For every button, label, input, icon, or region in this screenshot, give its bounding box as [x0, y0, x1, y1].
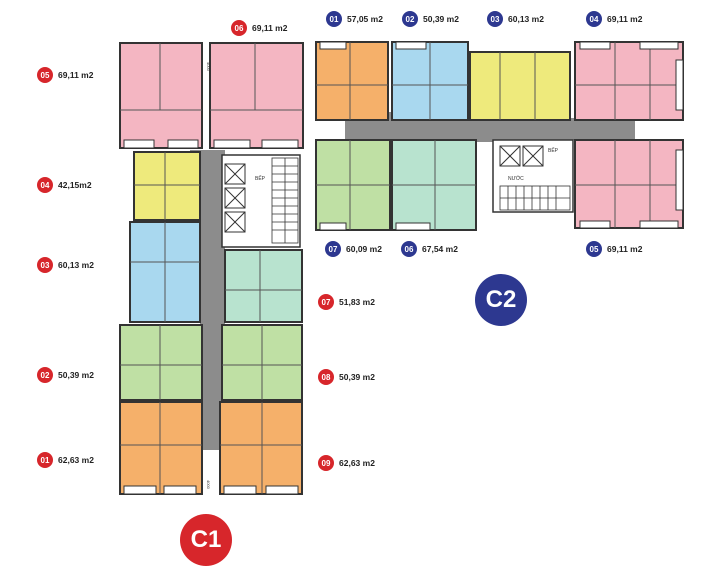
unit-area: 42,15m2 — [58, 180, 92, 190]
c2-unit-05 — [574, 139, 684, 229]
unit-area: 50,39 m2 — [423, 14, 459, 24]
building-c2-badge: C2 — [475, 274, 527, 326]
unit-number-badge: 04 — [37, 177, 53, 193]
unit-area: 67,54 m2 — [422, 244, 458, 254]
building-c1-badge: C1 — [180, 514, 232, 566]
c2-dimension-right: 4000 — [652, 127, 663, 132]
c2-stair-label: BẾP — [548, 147, 559, 154]
c2-tower: BẾP NƯỚC — [315, 41, 684, 231]
c1-stair-label: BẾP — [255, 175, 266, 182]
c1-unit-01 — [119, 401, 203, 495]
unit-area: 57,05 m2 — [347, 14, 383, 24]
unit-area: 50,39 m2 — [58, 370, 94, 380]
c1-unit-09 — [219, 401, 303, 495]
c2-label-unit-01: 01 57,05 m2 — [326, 11, 383, 27]
c1-corridor — [200, 150, 225, 450]
unit-number-badge: 02 — [37, 367, 53, 383]
unit-number-badge: 08 — [318, 369, 334, 385]
unit-number-badge: 01 — [326, 11, 342, 27]
c2-label-unit-06: 06 67,54 m2 — [401, 241, 458, 257]
c1-unit-04 — [133, 151, 201, 221]
c1-unit-02 — [119, 324, 203, 401]
c1-dimension-top: 4000 — [206, 62, 211, 72]
c1-stairs — [271, 157, 299, 244]
unit-number-badge: 03 — [487, 11, 503, 27]
c1-label-unit-08: 08 50,39 m2 — [318, 369, 375, 385]
unit-area: 69,11 m2 — [607, 14, 643, 24]
unit-number-badge: 05 — [37, 67, 53, 83]
unit-number-badge: 02 — [402, 11, 418, 27]
c1-tower: BẾP — [119, 42, 304, 495]
c1-label-unit-06: 06 69,11 m2 — [231, 20, 287, 36]
c2-label-unit-04: 04 69,11 m2 — [586, 11, 642, 27]
unit-number-badge: 01 — [37, 452, 53, 468]
unit-area: 69,11 m2 — [58, 70, 94, 80]
unit-number-badge: 07 — [318, 294, 334, 310]
unit-area: 69,11 m2 — [607, 244, 643, 254]
c2-label-unit-07: 07 60,09 m2 — [325, 241, 382, 257]
unit-area: 60,09 m2 — [346, 244, 382, 254]
c2-label-unit-03: 03 60,13 m2 — [487, 11, 544, 27]
c1-unit-07 — [224, 249, 303, 323]
c1-label-unit-09: 09 62,63 m2 — [318, 455, 375, 471]
unit-number-badge: 05 — [586, 241, 602, 257]
c2-unit-04 — [574, 41, 684, 121]
unit-number-badge: 06 — [231, 20, 247, 36]
unit-area: 62,63 m2 — [339, 458, 375, 468]
c1-label-unit-04: 04 42,15m2 — [37, 177, 92, 193]
c1-unit-05 — [119, 42, 203, 149]
unit-area: 69,11 m2 — [252, 23, 288, 33]
c2-unit-03 — [469, 51, 571, 121]
c2-stairs — [499, 185, 571, 211]
c2-label-unit-02: 02 50,39 m2 — [402, 11, 459, 27]
unit-number-badge: 04 — [586, 11, 602, 27]
unit-area: 51,83 m2 — [339, 297, 375, 307]
unit-number-badge: 09 — [318, 455, 334, 471]
c1-dimension-bottom: 4000 — [206, 480, 211, 490]
unit-area: 60,13 m2 — [508, 14, 544, 24]
unit-number-badge: 06 — [401, 241, 417, 257]
c1-unit-06 — [209, 42, 304, 149]
c2-water-label: NƯỚC — [508, 175, 524, 182]
unit-number-badge: 03 — [37, 257, 53, 273]
c2-label-unit-05: 05 69,11 m2 — [586, 241, 642, 257]
c1-label-unit-03: 03 60,13 m2 — [37, 257, 94, 273]
c1-label-unit-01: 01 62,63 m2 — [37, 452, 94, 468]
c1-label-unit-05: 05 69,11 m2 — [37, 67, 93, 83]
unit-area: 50,39 m2 — [339, 372, 375, 382]
unit-area: 62,63 m2 — [58, 455, 94, 465]
c2-unit-01 — [315, 41, 389, 121]
c1-label-unit-02: 02 50,39 m2 — [37, 367, 94, 383]
unit-area: 60,13 m2 — [58, 260, 94, 270]
unit-number-badge: 07 — [325, 241, 341, 257]
c1-label-unit-07: 07 51,83 m2 — [318, 294, 375, 310]
